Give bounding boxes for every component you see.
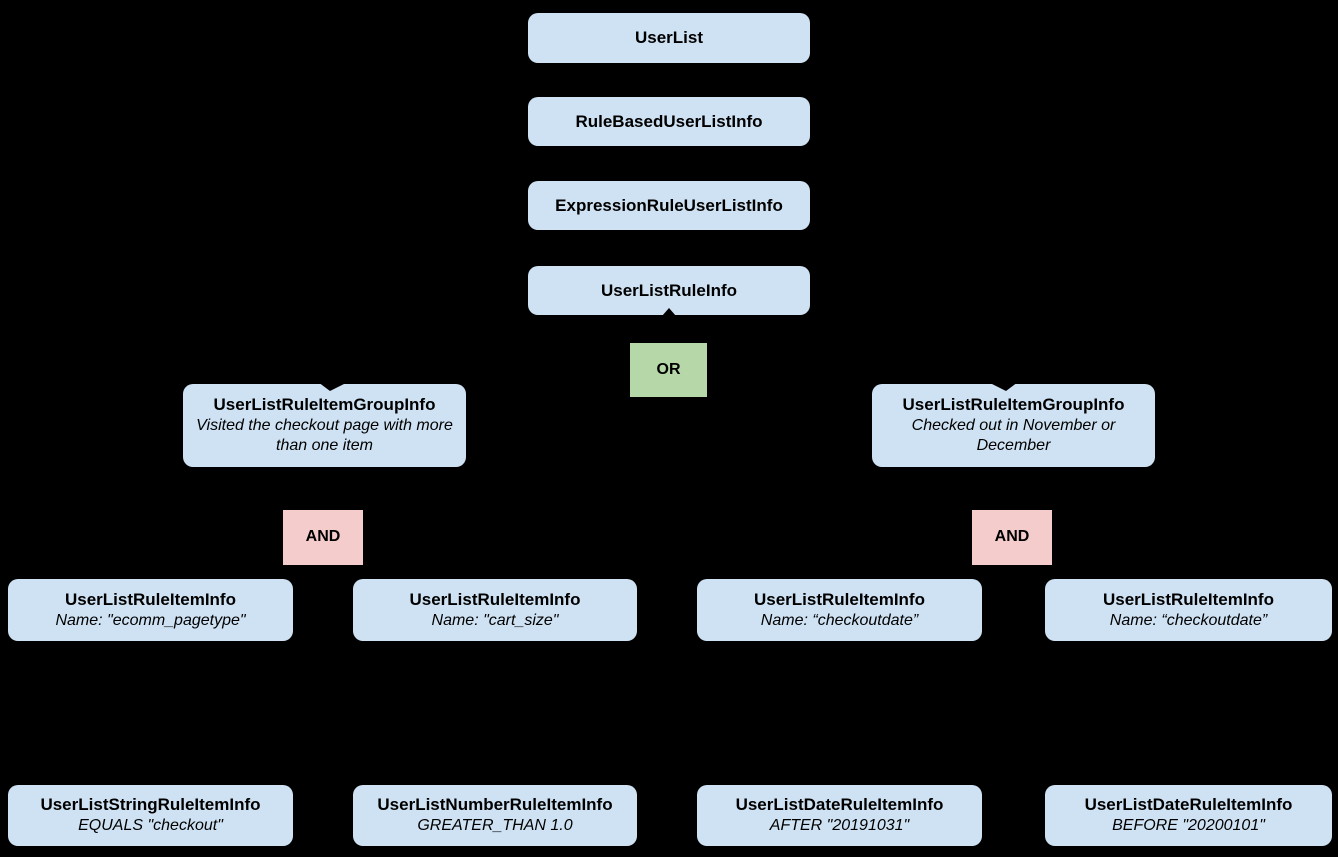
operator-label: AND <box>305 528 341 546</box>
and-operator-box-left: AND <box>283 510 363 565</box>
node-rulebaseduserlistinfo: RuleBasedUserListInfo <box>528 97 810 146</box>
node-title: UserListRuleItemInfo <box>1103 589 1274 609</box>
node-subtitle: GREATER_THAN 1.0 <box>417 817 573 835</box>
node-subtitle: EQUALS "checkout" <box>78 817 223 835</box>
node-title: UserListRuleInfo <box>600 280 738 300</box>
node-subtitle: Visited the checkout page with more than… <box>196 416 453 455</box>
node-userlist: UserList <box>528 13 810 63</box>
node-title: UserListRuleItemInfo <box>409 589 581 609</box>
node-subtitle: Name: "cart_size" <box>431 611 559 629</box>
node-group-right: UserListRuleItemGroupInfo Checked out in… <box>872 384 1155 467</box>
node-title: RuleBasedUserListInfo <box>575 111 763 131</box>
node-expressionruleuserlistinfo: ExpressionRuleUserListInfo <box>528 181 810 230</box>
node-subtitle: BEFORE "20200101" <box>1112 817 1265 835</box>
node-dateruleitem-after: UserListDateRuleItemInfo AFTER "20191031… <box>697 785 982 846</box>
arrowhead-icon <box>318 382 348 391</box>
node-ruleitem-checkoutdate-1: UserListRuleItemInfo Name: “checkoutdate… <box>697 579 982 641</box>
node-subtitle: Checked out in November or December <box>911 416 1116 455</box>
node-title: UserListRuleItemInfo <box>754 589 925 609</box>
node-ruleitem-cart-size: UserListRuleItemInfo Name: "cart_size" <box>353 579 637 641</box>
node-title: UserListNumberRuleItemInfo <box>377 795 613 815</box>
node-stringruleitem: UserListStringRuleItemInfo EQUALS "check… <box>8 785 293 846</box>
node-title: UserListRuleItemGroupInfo <box>213 395 436 415</box>
node-title: ExpressionRuleUserListInfo <box>555 195 783 215</box>
node-subtitle: Name: “checkoutdate” <box>1109 611 1268 629</box>
node-title: UserListStringRuleItemInfo <box>40 795 261 815</box>
node-userlistruleinfo: UserListRuleInfo <box>528 266 810 315</box>
node-numberruleitem: UserListNumberRuleItemInfo GREATER_THAN … <box>353 785 637 846</box>
node-subtitle: Name: "ecomm_pagetype" <box>55 611 246 629</box>
node-ruleitem-checkoutdate-2: UserListRuleItemInfo Name: “checkoutdate… <box>1045 579 1332 641</box>
node-title: UserListDateRuleItemInfo <box>1084 795 1293 815</box>
or-operator-box: OR <box>630 343 707 397</box>
node-title: UserListRuleItemInfo <box>65 589 236 609</box>
node-subtitle: Name: “checkoutdate” <box>760 611 919 629</box>
arrowhead-icon <box>662 308 676 316</box>
operator-label: OR <box>656 360 681 378</box>
operator-label: AND <box>994 528 1030 546</box>
node-title: UserListDateRuleItemInfo <box>735 795 944 815</box>
node-subtitle: AFTER "20191031" <box>769 817 910 835</box>
node-title: UserList <box>634 28 704 48</box>
and-operator-box-right: AND <box>972 510 1052 565</box>
node-group-left: UserListRuleItemGroupInfo Visited the ch… <box>183 384 466 467</box>
node-dateruleitem-before: UserListDateRuleItemInfo BEFORE "2020010… <box>1045 785 1332 846</box>
node-ruleitem-ecomm-pagetype: UserListRuleItemInfo Name: "ecomm_pagety… <box>8 579 293 641</box>
arrowhead-icon <box>988 382 1018 391</box>
node-title: UserListRuleItemGroupInfo <box>902 395 1125 415</box>
